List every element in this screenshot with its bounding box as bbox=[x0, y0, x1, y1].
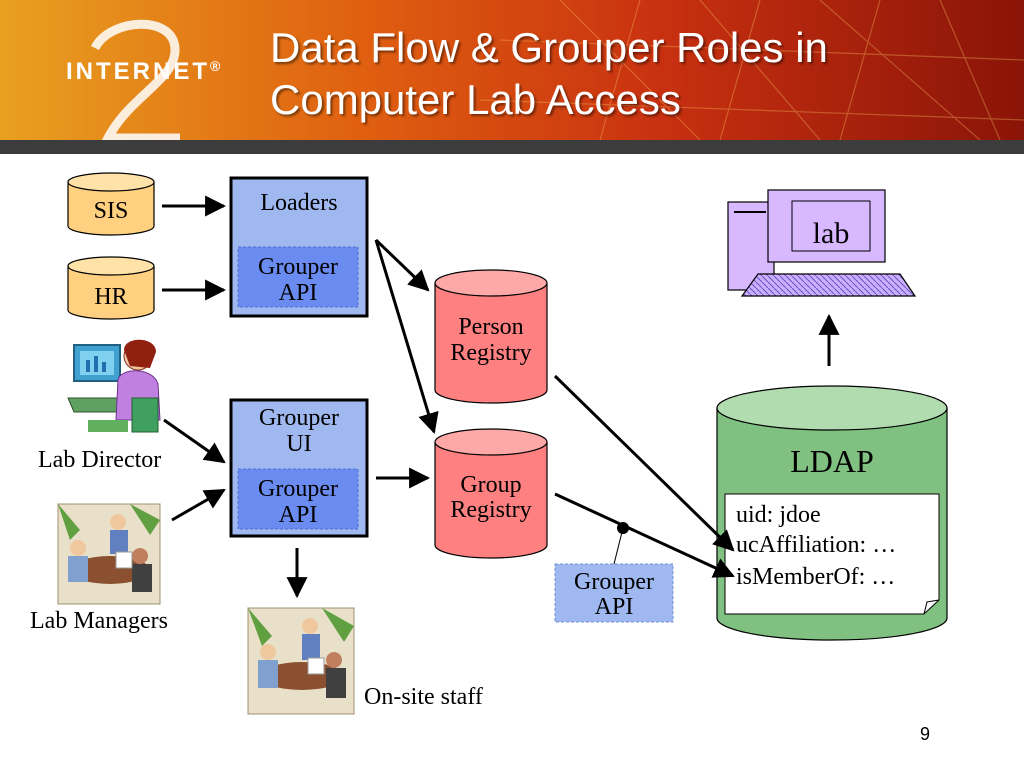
registered-mark: ® bbox=[210, 58, 224, 74]
arrow-loaders-to-group-registry bbox=[374, 239, 439, 435]
arrow-managers-to-ui bbox=[171, 488, 226, 522]
arrow-director-to-ui bbox=[163, 418, 226, 464]
header-rule bbox=[0, 140, 1024, 154]
person-registry-line2: Registry bbox=[450, 340, 532, 366]
header-decoration bbox=[479, 0, 1024, 140]
api-junction-line bbox=[613, 527, 624, 565]
arrow-group-registry-to-ldap bbox=[554, 492, 735, 578]
slide-title: Data Flow & Grouper Roles in Computer La… bbox=[270, 22, 1010, 126]
ldap-record-note bbox=[724, 493, 940, 615]
lab-managers-label: Lab Managers bbox=[30, 608, 168, 634]
lab-director-figure bbox=[67, 339, 161, 433]
hr-label: HR bbox=[94, 284, 128, 310]
grouper-ui-line2: UI bbox=[286, 431, 312, 457]
ui-api-line2: API bbox=[278, 502, 318, 528]
grouper-ui-line1: Grouper bbox=[259, 405, 339, 431]
arrow-loaders-to-person-registry bbox=[374, 238, 430, 292]
page-number: 9 bbox=[920, 724, 931, 744]
computer-screen-label: lab bbox=[812, 217, 850, 250]
loaders-label: Loaders bbox=[260, 190, 338, 216]
ldap-attr-ismemberof: isMemberOf: … bbox=[736, 564, 896, 590]
hr-cylinder bbox=[67, 256, 155, 320]
onsite-staff-label: On-site staff bbox=[364, 684, 483, 710]
ldap-attr-affiliation: ucAffiliation: … bbox=[736, 532, 897, 558]
note-fold bbox=[923, 599, 940, 615]
grouper-ui-box bbox=[229, 398, 369, 538]
loaders-api-line1: Grouper bbox=[258, 254, 338, 280]
standalone-api-line2: API bbox=[594, 594, 634, 620]
loaders-api-line2: API bbox=[278, 280, 318, 306]
sis-cylinder bbox=[67, 172, 155, 236]
ui-api-line1: Grouper bbox=[258, 476, 338, 502]
lab-managers-figure bbox=[57, 503, 161, 605]
person-registry-line1: Person bbox=[458, 314, 524, 340]
loaders-box bbox=[229, 176, 369, 318]
lab-computer-icon bbox=[727, 189, 917, 297]
onsite-staff-figure bbox=[247, 607, 355, 715]
standalone-grouper-api-box bbox=[554, 563, 674, 623]
group-registry-line1: Group bbox=[460, 472, 522, 498]
sis-label: SIS bbox=[93, 198, 129, 224]
ldap-attr-uid: uid: jdoe bbox=[736, 502, 821, 528]
slide-title-line1: Data Flow & Grouper Roles in bbox=[270, 24, 828, 71]
internet2-logo-text: INTERNET® bbox=[66, 58, 224, 85]
internet2-logo bbox=[90, 19, 180, 140]
standalone-api-line1: Grouper bbox=[574, 569, 654, 595]
person-registry-cylinder bbox=[434, 269, 548, 404]
group-registry-cylinder bbox=[434, 428, 548, 559]
arrow-person-registry-to-ldap bbox=[553, 374, 735, 552]
group-registry-line2: Registry bbox=[450, 497, 532, 523]
slide-header: INTERNET® Data Flow & Grouper Roles in C… bbox=[0, 0, 1024, 140]
slide-title-line2: Computer Lab Access bbox=[270, 76, 681, 123]
lab-director-label: Lab Director bbox=[38, 447, 162, 473]
ldap-title: LDAP bbox=[790, 443, 874, 479]
